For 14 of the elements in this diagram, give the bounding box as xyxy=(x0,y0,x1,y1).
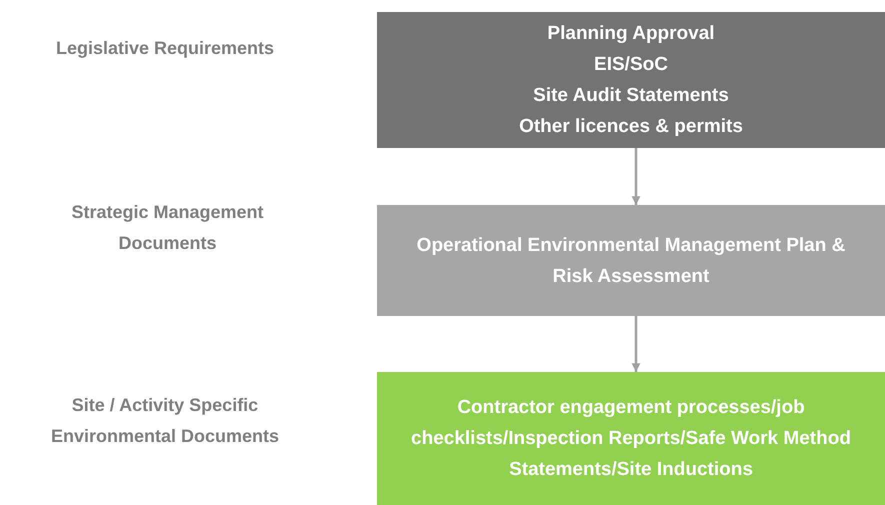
box-text: Operational Environmental Management Plan & Risk Assessment xyxy=(416,234,846,288)
process-box xyxy=(377,372,885,505)
box-text: Site Audit Statements xyxy=(533,84,729,108)
box-text: Planning Approval xyxy=(547,22,715,46)
process-box xyxy=(377,205,885,316)
box-text: Contractor engagement processes/job checklists/Inspection Reports/Safe Work Method Statements/Site Inductions xyxy=(411,396,851,482)
arrow xyxy=(632,316,640,372)
box-text: Other licences & permits xyxy=(519,115,743,139)
arrow xyxy=(632,148,640,205)
box-text: EIS/SoC xyxy=(594,53,668,77)
tier-label: Strategic Management Documents xyxy=(70,201,265,255)
tier-label: Legislative Requirements xyxy=(54,37,276,60)
tier-label: Site / Activity Specific Environmental Documents xyxy=(50,394,280,448)
process-box xyxy=(377,12,885,148)
